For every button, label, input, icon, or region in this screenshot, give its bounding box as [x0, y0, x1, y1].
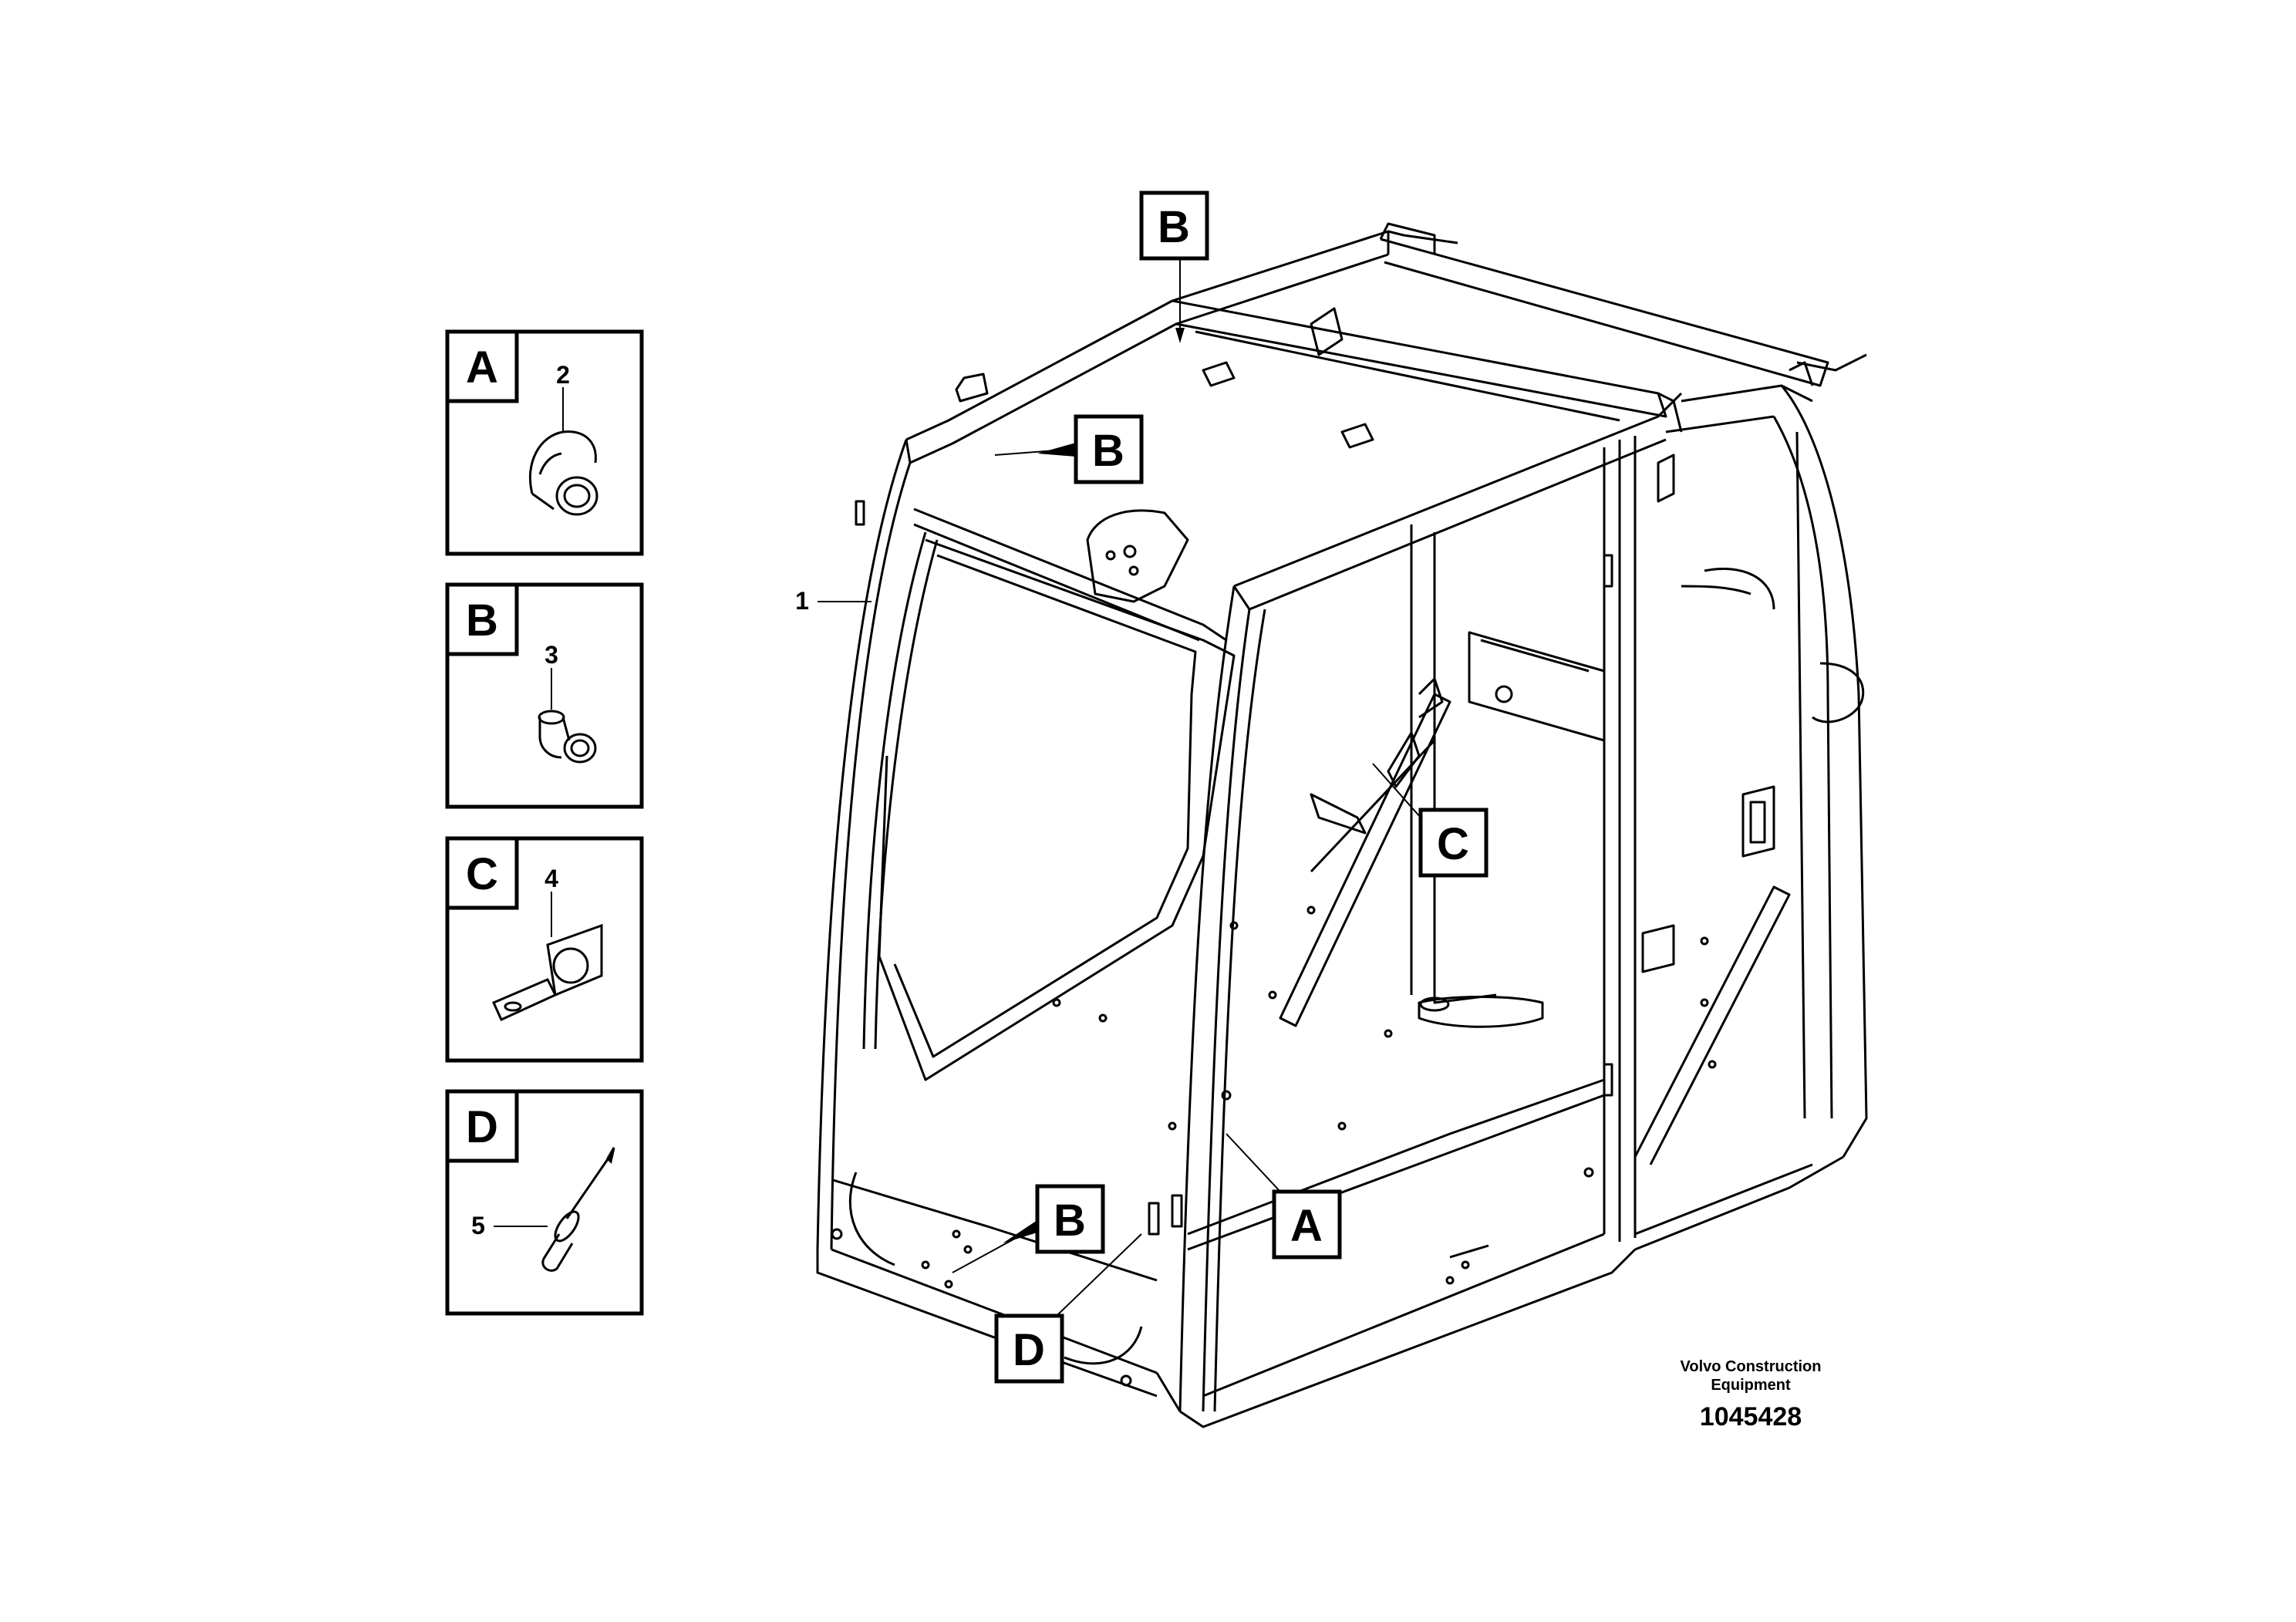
svg-text:C: C — [1437, 819, 1469, 869]
legend-part-4: 4 — [544, 865, 558, 892]
legend-letter-b: B — [466, 595, 498, 646]
legend-box-b: B 3 — [445, 582, 644, 809]
bracket-icon — [492, 923, 603, 1021]
footer-line-1: Volvo Construction — [1681, 1358, 1822, 1375]
legend-part-5: 5 — [471, 1212, 485, 1239]
footer-brand: Volvo Construction Equipment 1045428 — [1681, 1358, 1822, 1431]
callout-c: C — [1372, 763, 1489, 878]
legend-letter-d: D — [466, 1102, 498, 1152]
svg-text:B: B — [1158, 202, 1190, 252]
part-1-label: 1 — [795, 587, 872, 615]
rivet-icon — [541, 1147, 615, 1272]
part-1-number: 1 — [795, 587, 809, 615]
svg-text:D: D — [1013, 1325, 1045, 1375]
svg-text:B: B — [1092, 426, 1124, 476]
svg-text:B: B — [1054, 1195, 1086, 1246]
legend-part-2: 2 — [556, 361, 570, 389]
rivet-nut-icon — [538, 710, 597, 764]
legend-letter-c: C — [466, 849, 498, 899]
legend-box-c: C 4 — [445, 836, 644, 1063]
cab-frame-drawing — [816, 222, 1868, 1428]
callout-b-roof: B — [994, 414, 1144, 484]
callout-b-top: B — [1139, 191, 1209, 343]
legend-box-d: D 5 — [445, 1089, 644, 1316]
drawing-number: 1045428 — [1700, 1402, 1802, 1431]
svg-text:A: A — [1290, 1201, 1323, 1251]
footer-line-2: Equipment — [1711, 1377, 1791, 1394]
grommet-icon — [528, 430, 598, 516]
legend-part-3: 3 — [544, 641, 558, 669]
callout-d: D — [994, 1233, 1142, 1384]
callout-b-floor: B — [952, 1184, 1105, 1273]
legend-letter-a: A — [466, 342, 498, 393]
legend-box-a: A 2 — [445, 329, 644, 556]
callout-a: A — [1226, 1133, 1342, 1259]
